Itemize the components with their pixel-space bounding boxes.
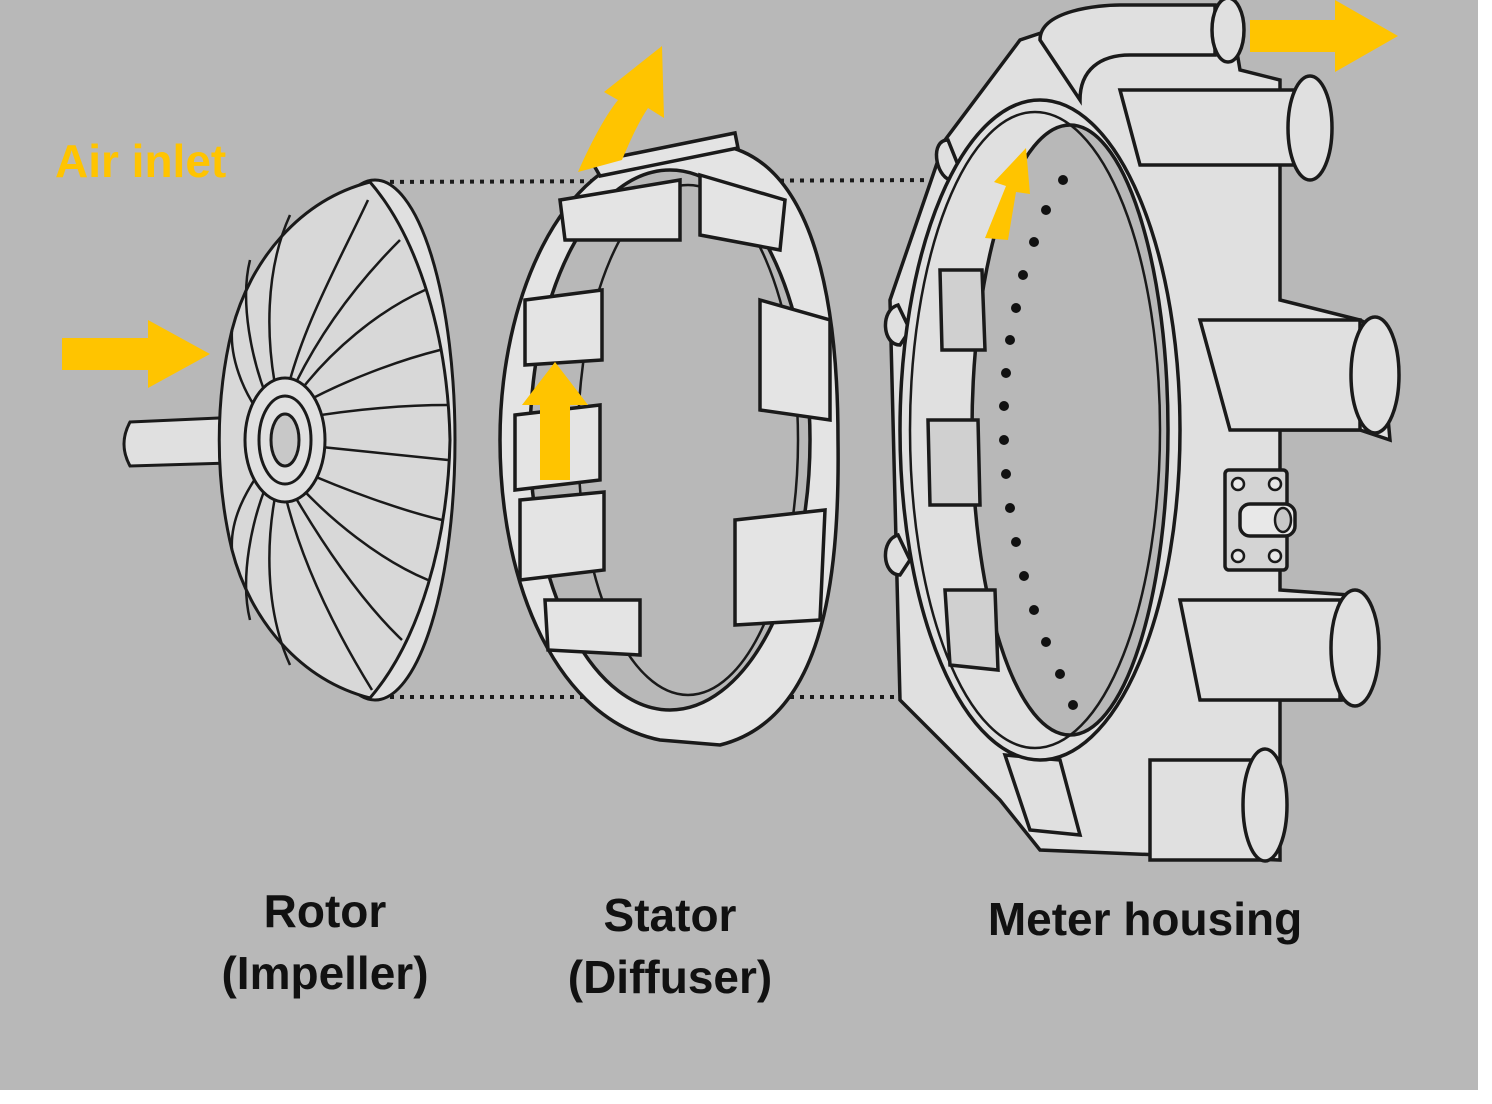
stator-exit-arrow (578, 46, 664, 172)
rotor-title: Rotor (263, 885, 387, 937)
rotor-label: Rotor (Impeller) (200, 880, 450, 1004)
upper-alignment-line (369, 178, 949, 184)
outlet-arrow (1250, 0, 1398, 72)
housing-ports (926, 268, 1000, 672)
meter-housing-label: Meter housing (987, 893, 1303, 945)
stator-diffuser (498, 130, 840, 747)
outlet-pipe-2-flange (1286, 74, 1334, 182)
outlet-pipe-3 (1197, 318, 1362, 432)
rotor-subtitle: (Impeller) (221, 947, 429, 999)
housing-bolt-holes (999, 175, 1078, 710)
rotor-hub-center (269, 412, 301, 468)
inlet-arrow (62, 320, 210, 388)
air-inlet-label: Air inlet (55, 135, 227, 187)
stator-vanes (513, 172, 832, 657)
stator-arrow (522, 362, 588, 480)
diagram-background: Air inlet Rotor (Impeller) Stator (Diffu… (0, 0, 1478, 1090)
stator-subtitle: (Diffuser) (567, 951, 773, 1003)
outlet-pipe-2 (1117, 88, 1302, 167)
housing-ring-arrow (985, 148, 1030, 240)
outlet-pipe-4-flange (1329, 588, 1381, 708)
turbine-meter-exploded-diagram (62, 0, 1401, 863)
sensor-block (1223, 468, 1297, 572)
housing-outlet-pipes (1038, 0, 1401, 863)
meter-housing (883, 0, 1401, 863)
outlet-pipe-1-flange (1210, 0, 1246, 64)
rotor-impeller (122, 178, 457, 702)
outlet-pipe-4 (1177, 598, 1342, 702)
outlet-pipe-3-flange (1349, 315, 1401, 435)
housing-ring-inner-edge (908, 110, 1162, 750)
stator-label: Stator (Diffuser) (545, 884, 795, 1008)
outlet-pipe-5-flange (1241, 747, 1289, 863)
stator-title: Stator (603, 889, 737, 941)
rotor-blades (217, 180, 452, 700)
flow-arrows (62, 0, 1398, 480)
stator-top-lip (589, 130, 741, 178)
